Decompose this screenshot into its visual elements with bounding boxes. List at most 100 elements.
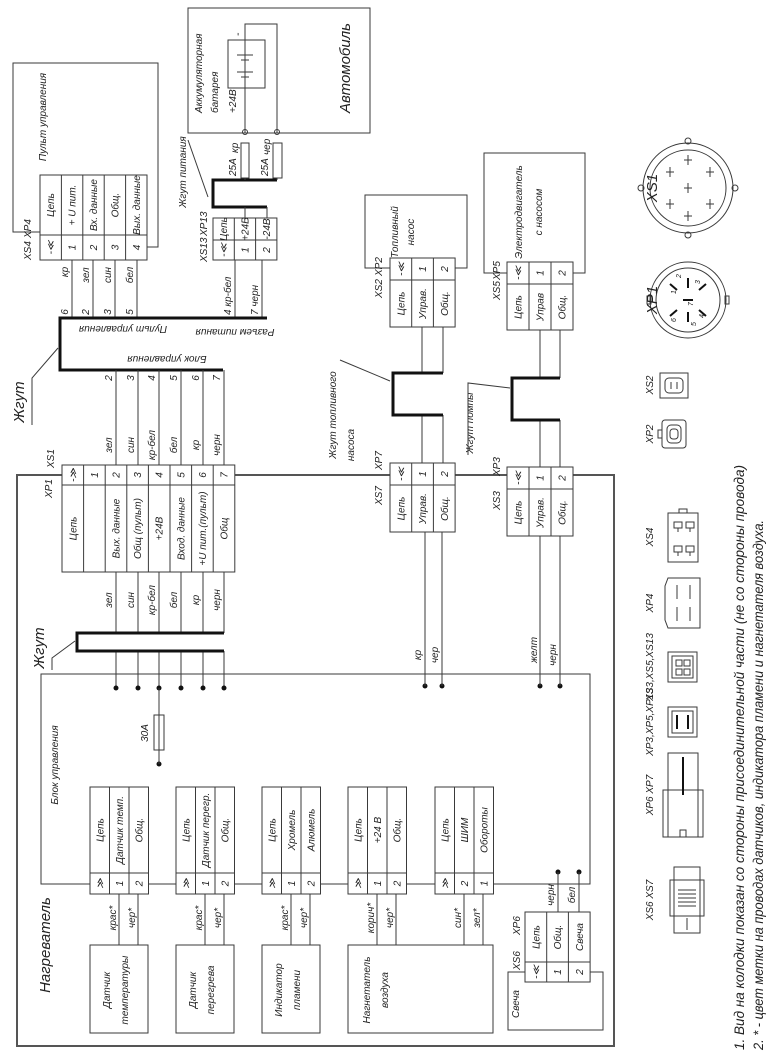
fuel-pump-title-1: Топливный bbox=[390, 206, 401, 258]
heater-device-name-4-2: воздуха bbox=[380, 972, 391, 1008]
heater-5-circuit-2: Обороты bbox=[478, 806, 490, 852]
xp4-circuit-0: Цепь bbox=[46, 193, 57, 217]
xp4-pin-1: 1 bbox=[68, 245, 79, 251]
junction-dot bbox=[221, 685, 227, 691]
motor-block: Электродвигатель с насосом XS5 XP5 Жгут … bbox=[465, 152, 586, 686]
device-wires-3 bbox=[290, 894, 311, 945]
control-unit-title: Блок управления bbox=[50, 725, 61, 805]
pinout-label-3: XS2 bbox=[645, 375, 656, 395]
device-wires-5 bbox=[463, 894, 484, 945]
lower-harness-label: Жгут bbox=[31, 627, 48, 669]
xs1-wire-color-top-2: син bbox=[126, 436, 137, 453]
xp4-pin-2: 2 bbox=[89, 244, 100, 251]
xs7-pin-1: 1 bbox=[418, 471, 429, 477]
fuse-25a-2 bbox=[272, 142, 283, 179]
xp1-pin-number-5: 5 bbox=[691, 322, 698, 326]
glow-wire-color-1: черн bbox=[546, 884, 557, 906]
xp5-pin-2: 2 bbox=[558, 270, 569, 277]
remote-wire-number-2: 2 bbox=[81, 309, 92, 316]
device-wires-1 bbox=[118, 894, 139, 945]
xp5-pin-1: 1 bbox=[536, 270, 547, 276]
battery-wires bbox=[244, 23, 278, 133]
xp6-circuit-1: Общ. bbox=[552, 925, 564, 950]
remote-wire-number-1: 6 bbox=[60, 309, 71, 315]
pump-harness-leader bbox=[467, 382, 511, 455]
xp6-tag: XP6 bbox=[512, 916, 523, 936]
xs2-tag: XS2 bbox=[374, 279, 385, 299]
xs1-pin-5: 5 bbox=[176, 472, 187, 478]
heater-device-name-1-1: Датчик bbox=[102, 971, 113, 1010]
xs3-tag: XS3 bbox=[492, 491, 503, 511]
xs1-wire-number-1: 2 bbox=[104, 375, 115, 382]
xs1-wire-color-bottom-2: син bbox=[126, 591, 137, 608]
xs1-pin-2: 2 bbox=[112, 472, 123, 479]
xs7-circuit-2: Общ. bbox=[439, 496, 451, 521]
heater-device-name-3-2: пламени bbox=[292, 969, 303, 1010]
remote-wire-color-1: кр bbox=[60, 266, 71, 277]
xs6-xs7-pinout bbox=[669, 866, 705, 934]
xp1-pin-number-2: 2 bbox=[676, 274, 683, 279]
xp4-pin-4: 4 bbox=[132, 244, 143, 250]
battery-icon bbox=[237, 54, 253, 78]
device-wire-color-2-2: чер* bbox=[213, 907, 224, 928]
xs1-wire-color-top-3: кр-бел bbox=[146, 430, 158, 460]
pinout-label-4: XP2 bbox=[645, 424, 656, 444]
xs4-pinout bbox=[667, 508, 699, 563]
xp2-pin-0: -≪ bbox=[396, 261, 407, 276]
pinout-label-8: XP3,XP5,XP13 bbox=[645, 688, 656, 757]
xs1-pin-4: 4 bbox=[155, 472, 166, 478]
note-1: 1. Вид на колодки показан со стороны при… bbox=[731, 465, 747, 1050]
xp13-tag: XP13 bbox=[199, 211, 210, 237]
device-wire-color-3-1: крас* bbox=[280, 905, 291, 931]
xs1-wire-number-6: 7 bbox=[212, 375, 223, 381]
xs7-pin-0: -≪ bbox=[396, 466, 407, 481]
heater-device-name-1-2: температуры bbox=[120, 955, 131, 1024]
power-harness-line bbox=[211, 178, 277, 209]
heater-4-circuit-2: Общ. bbox=[391, 818, 403, 843]
xs7-circuit-1: Управ. bbox=[418, 493, 429, 525]
xp13-pin-2: 2 bbox=[262, 247, 273, 254]
xs1-circuit-3: Общ (пульт) bbox=[132, 498, 144, 559]
harness-label-remote: Пульт управления bbox=[78, 323, 167, 334]
junction-dot bbox=[135, 685, 141, 691]
heater-device-box-3 bbox=[261, 944, 321, 1034]
xp6-pin-0: -≪ bbox=[531, 964, 542, 979]
xs1-circuit-2: Вых. данные bbox=[112, 498, 123, 558]
heater-device-box-2 bbox=[175, 944, 235, 1034]
battery-minus: - bbox=[233, 32, 244, 36]
xs2-pinout bbox=[659, 372, 689, 399]
device-wire-color-5-2: зел* bbox=[472, 907, 483, 928]
device-wire-color-3-2: чер* bbox=[299, 907, 310, 928]
xs7-circuit-0: Цепь bbox=[396, 497, 407, 521]
pinout-label-1: XS1 bbox=[644, 174, 661, 203]
pinout-label-5: XS4 bbox=[645, 527, 656, 547]
heater-1-circuit-2: Общ. bbox=[133, 818, 145, 843]
fuse-30a bbox=[153, 714, 165, 751]
xp13-circuit-0: Цепь bbox=[219, 217, 230, 241]
car-block: Автомобиль - Аккумуляторная батарея +24В… bbox=[178, 7, 371, 218]
xs6-tag: XS6 bbox=[512, 951, 523, 971]
xp5-tag: XP5 bbox=[492, 261, 503, 281]
xs1-wire-color-top-4: бел bbox=[168, 436, 180, 453]
xs1-circuit-6: +U пит.(пульт) bbox=[198, 491, 209, 565]
xp6-circuit-0: Цепь bbox=[531, 925, 542, 949]
xs1-wire-color-top-5: кр bbox=[191, 439, 202, 450]
glow-plug-wires bbox=[557, 872, 580, 912]
xp4-circuit-2: Вх. данные bbox=[89, 179, 100, 231]
main-harness-line bbox=[58, 316, 267, 372]
xs1-pin-0: -≫ bbox=[68, 468, 79, 482]
power-connector-block: XS13 XP13 4 кр-бел 7 черн bbox=[199, 211, 263, 318]
pinout-label-10: XS6 XS7 bbox=[645, 879, 656, 921]
xs1-wire-color-bottom-3: кр-бел bbox=[146, 585, 158, 615]
harness-label-power: Разъем питания bbox=[195, 326, 275, 337]
terminal-minus bbox=[274, 129, 280, 135]
heater-frame bbox=[16, 474, 615, 1047]
xs1-wire-color-bottom-5: кр bbox=[191, 594, 202, 605]
xs1-wire-color-top-6: черн bbox=[212, 434, 223, 456]
xp6-xp7-pinout bbox=[662, 752, 704, 838]
power-connector-wires bbox=[234, 260, 263, 318]
heater-2-circuit-1: Датчик перегр. bbox=[201, 793, 212, 869]
